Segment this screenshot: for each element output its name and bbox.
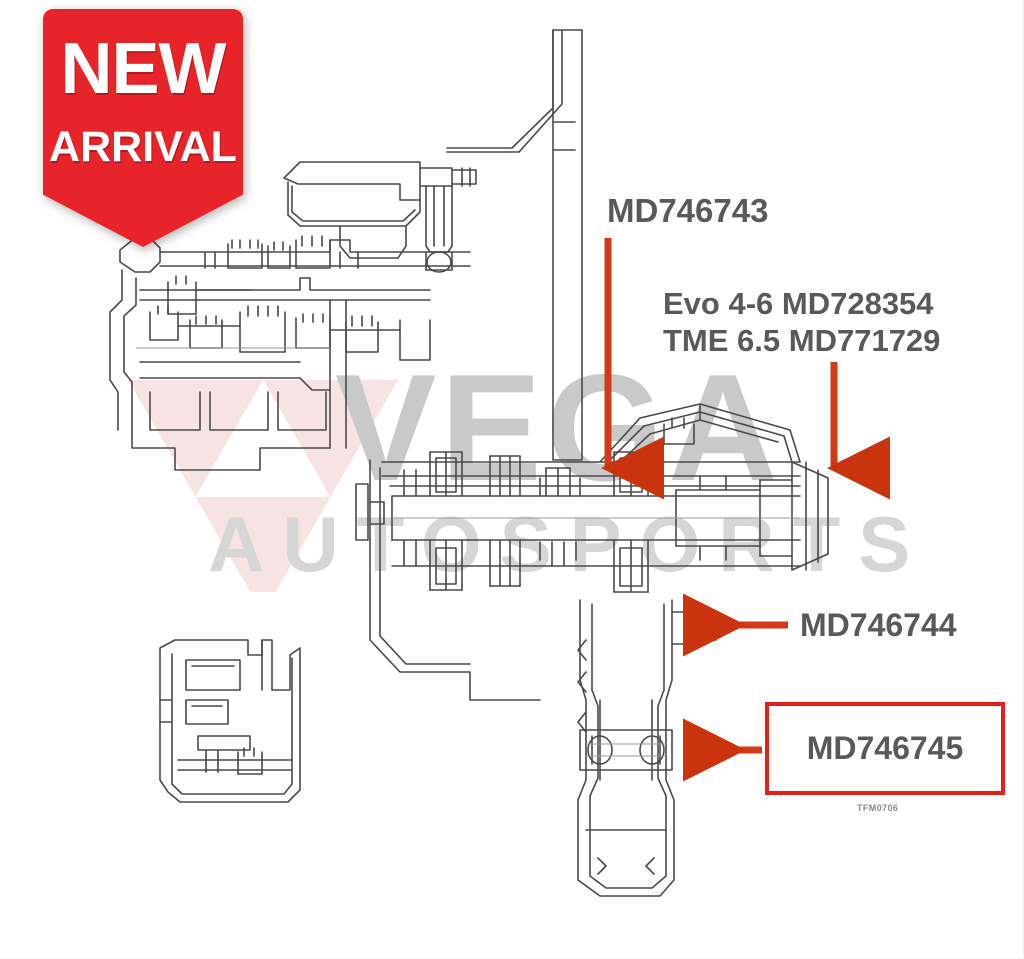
diagram-code-label: TFM0706 <box>857 803 899 813</box>
callout-label-evo: Evo 4-6 MD728354 <box>663 286 934 321</box>
callout-label-tme: TME 6.5 MD771729 <box>663 323 941 358</box>
badge-line-arrival: ARRIVAL <box>49 123 237 171</box>
badge-shape <box>43 9 243 247</box>
callout-label-md746744: MD746744 <box>800 607 957 643</box>
badge-line-new: NEW <box>60 29 227 109</box>
bellhousing-flange <box>446 29 583 461</box>
transmission-case-outline <box>109 235 471 471</box>
transfer-case-body <box>355 451 829 701</box>
highlighted-part-box: MD746745 <box>765 702 1005 795</box>
callout-label-md746745: MD746745 <box>806 730 964 766</box>
callout-label-md746743: MD746743 <box>607 192 769 229</box>
shift-fork-housing <box>283 161 477 273</box>
detail-part-cross-section <box>159 639 301 803</box>
new-arrival-badge: NEW ARRIVAL <box>43 9 243 247</box>
